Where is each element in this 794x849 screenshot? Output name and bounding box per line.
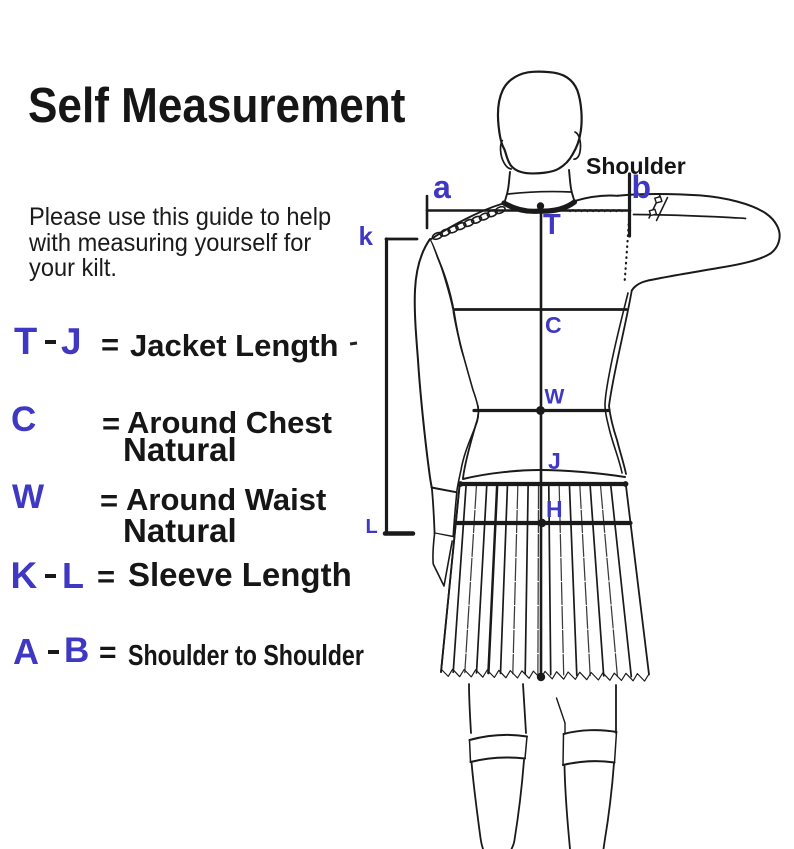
svg-text:L: L: [366, 516, 378, 538]
svg-text:J: J: [548, 448, 561, 474]
svg-text:W: W: [545, 386, 565, 409]
svg-text:T: T: [543, 209, 561, 241]
svg-text:k: k: [359, 221, 374, 251]
svg-text:Shoulder: Shoulder: [586, 153, 686, 179]
svg-text:C: C: [545, 312, 562, 338]
svg-text:b: b: [632, 169, 652, 205]
svg-text:H: H: [546, 496, 563, 522]
svg-text:a: a: [433, 169, 451, 205]
